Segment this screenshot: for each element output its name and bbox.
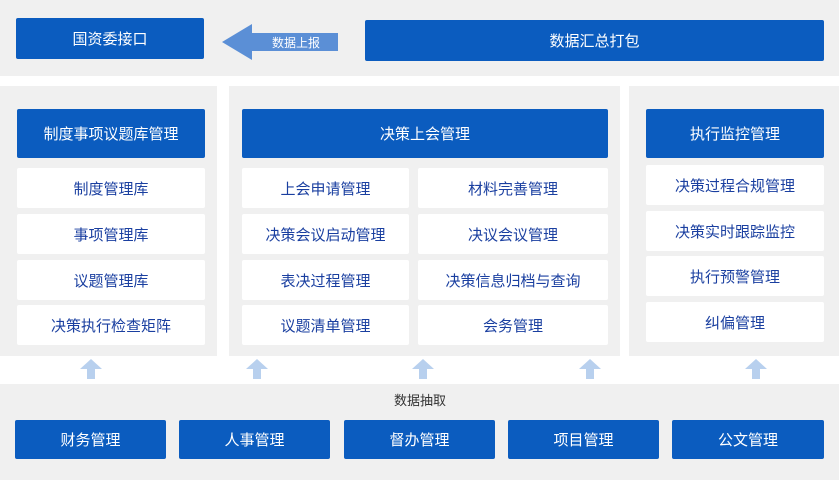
module-item: 纠偏管理 xyxy=(646,302,824,342)
left-arrow-icon xyxy=(222,24,338,60)
up-arrow-icon xyxy=(80,359,102,379)
module-item: 上会申请管理 xyxy=(242,168,409,208)
module-item: 决策执行检查矩阵 xyxy=(17,305,205,345)
source-box-finance: 财务管理 xyxy=(15,420,166,459)
module-header-decision: 决策上会管理 xyxy=(242,109,608,158)
module-item: 决策过程合规管理 xyxy=(646,165,824,205)
source-box-project: 项目管理 xyxy=(508,420,659,459)
module-item: 表决过程管理 xyxy=(242,260,409,300)
sasac-interface-box: 国资委接口 xyxy=(16,18,204,59)
up-arrow-icon xyxy=(246,359,268,379)
module-item: 议题清单管理 xyxy=(242,305,409,345)
data-extract-label: 数据抽取 xyxy=(393,393,446,409)
source-box-supervision: 督办管理 xyxy=(344,420,495,459)
data-summary-box: 数据汇总打包 xyxy=(365,20,824,61)
module-header-monitor: 执行监控管理 xyxy=(646,109,824,158)
module-item: 决策信息归档与查询 xyxy=(418,260,608,300)
up-arrow-icon xyxy=(745,359,767,379)
module-item: 材料完善管理 xyxy=(418,168,608,208)
up-arrow-icon xyxy=(412,359,434,379)
module-header-system: 制度事项议题库管理 xyxy=(17,109,205,158)
module-item: 会务管理 xyxy=(418,305,608,345)
module-item: 制度管理库 xyxy=(17,168,205,208)
module-item: 事项管理库 xyxy=(17,214,205,254)
source-box-document: 公文管理 xyxy=(672,420,824,459)
module-item: 决策实时跟踪监控 xyxy=(646,211,824,251)
module-item: 议题管理库 xyxy=(17,260,205,300)
report-arrow-label: 数据上报 xyxy=(271,35,320,50)
module-item: 决策会议启动管理 xyxy=(242,214,409,254)
up-arrow-icon xyxy=(579,359,601,379)
module-item: 执行预警管理 xyxy=(646,256,824,296)
module-item: 决议会议管理 xyxy=(418,214,608,254)
source-box-hr: 人事管理 xyxy=(179,420,330,459)
